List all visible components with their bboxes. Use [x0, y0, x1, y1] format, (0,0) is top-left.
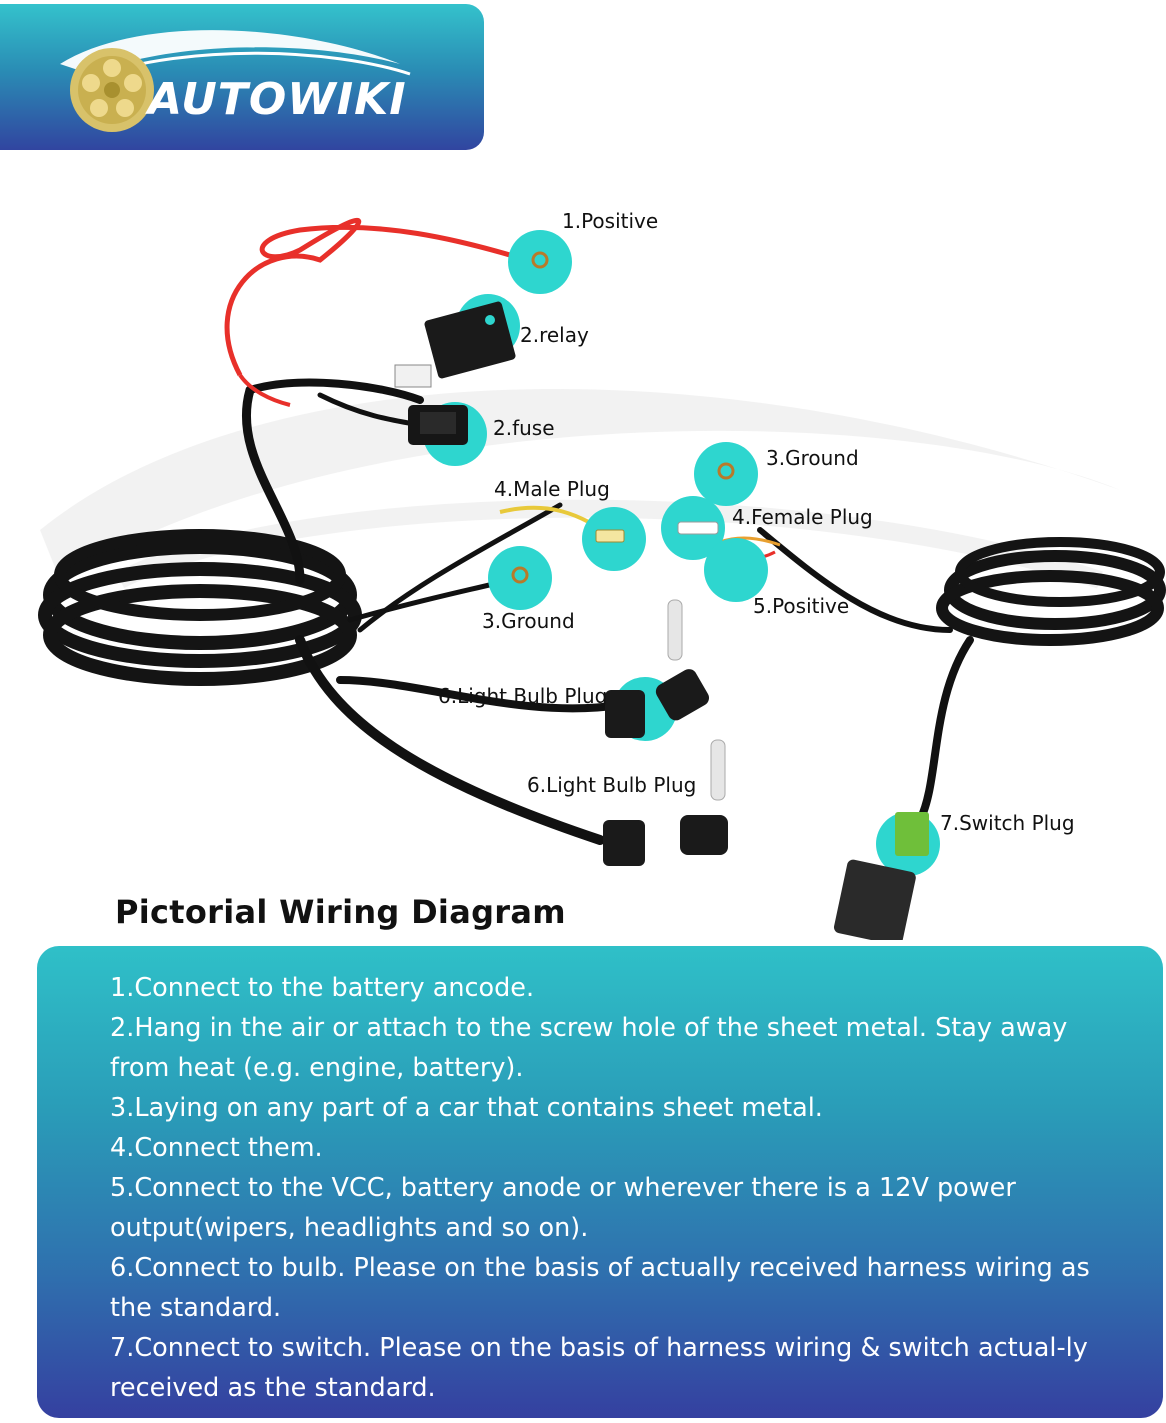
red-positive-wire	[224, 217, 521, 377]
callout-label-bulb-plug-lower: 6.Light Bulb Plug	[527, 773, 696, 797]
callout-label-positive-5: 5.Positive	[753, 594, 849, 618]
ring-terminal-positive-icon	[531, 251, 549, 269]
fuse-holder-icon	[408, 405, 468, 445]
note-item: 4.Connect them.	[110, 1133, 323, 1163]
note-item: 5.Connect to the VCC, battery anode or w…	[110, 1173, 1016, 1243]
note-item: 3.Laying on any part of a car that conta…	[110, 1093, 823, 1123]
brand-banner: AUTOWIKI	[0, 4, 484, 150]
callout-labels: 1.Positive 2.relay 2.fuse 3.Ground 4.Mal…	[438, 209, 1075, 835]
note-item: 7.Connect to switch. Please on the basis…	[110, 1333, 1088, 1403]
notes-panel: 1.Connect to the battery ancode. 2.Hang …	[37, 946, 1163, 1418]
callout-label-relay: 2.relay	[520, 323, 589, 347]
callout-label-fuse: 2.fuse	[493, 416, 555, 440]
male-plug-icon	[595, 529, 625, 543]
callout-label-ground-left: 3.Ground	[482, 609, 575, 633]
note-item: 6.Connect to bulb. Please on the basis o…	[110, 1253, 1090, 1323]
callout-label-male-plug: 4.Male Plug	[494, 477, 610, 501]
female-plug-icon	[677, 521, 719, 535]
diagram-title: Pictorial Wiring Diagram	[115, 893, 566, 931]
harness-coil-right	[936, 537, 1166, 646]
note-item: 1.Connect to the battery ancode.	[110, 973, 535, 1003]
ring-terminal-ground-2-icon	[511, 566, 529, 584]
bulb-plug-upper-icon	[605, 599, 709, 738]
wiring-diagram: 1.Positive 2.relay 2.fuse 3.Ground 4.Mal…	[38, 209, 1166, 940]
bulb-plug-lower-icon	[603, 739, 728, 866]
ring-terminal-ground-icon	[717, 462, 735, 480]
brand-logo-text: AUTOWIKI	[148, 74, 407, 125]
callout-label-female-plug: 4.Female Plug	[732, 505, 873, 529]
note-item: 2.Hang in the air or attach to the screw…	[110, 1013, 1068, 1083]
callout-label-positive: 1.Positive	[562, 209, 658, 233]
callout-label-bulb-plug-upper: 6.Light Bulb Plug	[438, 684, 607, 708]
wheel-logo-icon	[70, 48, 154, 132]
callout-label-switch-plug: 7.Switch Plug	[940, 811, 1075, 835]
relay-icon	[394, 301, 516, 388]
harness-coil-left	[38, 529, 362, 686]
switch-icon	[833, 812, 929, 940]
notes-list: 1.Connect to the battery ancode. 2.Hang …	[37, 946, 1163, 1408]
callout-label-ground-right: 3.Ground	[766, 446, 859, 470]
